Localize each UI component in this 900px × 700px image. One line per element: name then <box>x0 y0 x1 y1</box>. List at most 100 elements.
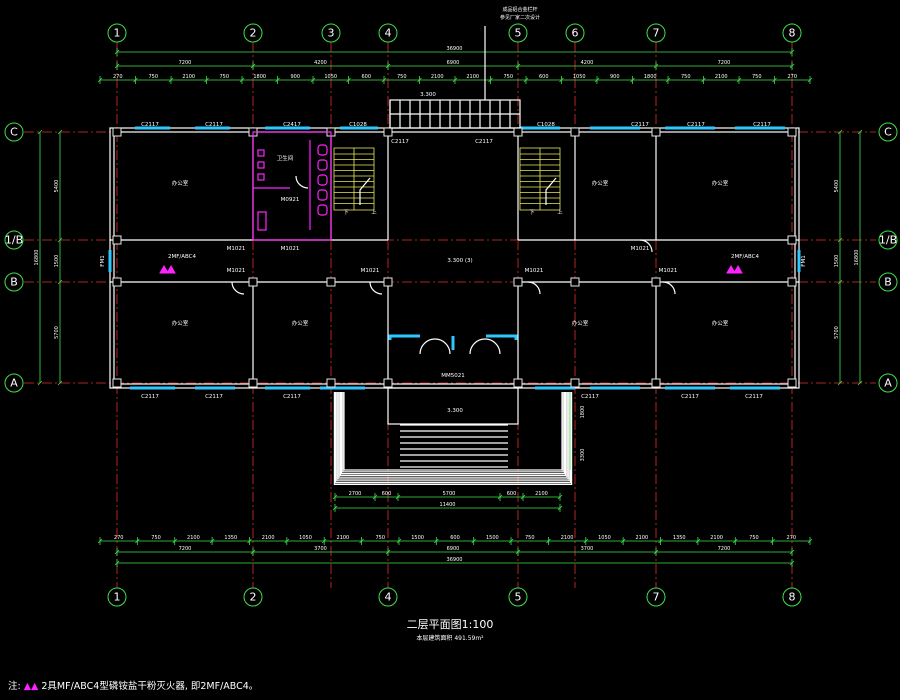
dim-bottom-openings-label: 750 <box>525 535 535 541</box>
toilet-stall-0 <box>317 144 328 156</box>
axis-bubble-top-4-label: 4 <box>385 27 392 40</box>
door-swing-5 <box>295 175 309 189</box>
axis-bubble-top-2-label: 2 <box>250 27 257 40</box>
dim-top-openings-label: 1050 <box>573 74 586 80</box>
dim-top-bays-label: 4200 <box>581 60 594 66</box>
dim-bottom-openings-label: 270 <box>787 535 797 541</box>
extinguisher-icon <box>159 264 176 274</box>
dim-bottom-openings-label: 2100 <box>262 535 275 541</box>
column <box>651 127 661 137</box>
room-label-office-1: 办公室 <box>592 179 609 187</box>
dim-top-bays-label: 7200 <box>179 60 192 66</box>
washbasin <box>257 211 267 231</box>
dim-top-openings-label: 270 <box>787 74 797 80</box>
axis-bubble-bottom-8-label: 8 <box>789 591 796 604</box>
axis-bubble-left-1-circle <box>4 230 24 250</box>
dim-left-total-label: 16800 <box>34 250 40 266</box>
window-label-c2417: C2417 <box>283 122 301 128</box>
dim-top-bays-label: 6900 <box>447 60 460 66</box>
dim-bottom-openings-label: 270 <box>114 535 124 541</box>
toilet-stall-1 <box>317 159 328 171</box>
dim-top-openings-label: 750 <box>681 74 691 80</box>
dim-left-parts-tick <box>57 279 63 285</box>
urinal-2 <box>257 173 265 181</box>
axis-bubble-right-0-circle <box>878 122 898 142</box>
toilet-room <box>252 131 332 241</box>
dim-right-total-tick <box>857 129 863 135</box>
dim-right-parts-label: 5400 <box>834 180 840 193</box>
axis-bubble-bottom-8-circle <box>782 587 802 607</box>
dim-top-bays-label: 4200 <box>314 60 327 66</box>
dim-bottom-openings-label: 2100 <box>187 535 200 541</box>
floor-area: 本层建筑面积 491.59m² <box>416 635 484 642</box>
axis-bubble-bottom-5-label: 5 <box>515 591 522 604</box>
room-label-toilet: 卫生间 <box>277 154 294 162</box>
window-label-3: C2117 <box>687 122 705 128</box>
dim-top-openings-label: 750 <box>148 74 158 80</box>
column <box>383 127 393 137</box>
dim-bottom-openings-label: 1500 <box>411 535 424 541</box>
dim-bottom-openings-label: 2100 <box>561 535 574 541</box>
dim-bottom-openings-label: 1050 <box>299 535 312 541</box>
dim-top-openings-label: 270 <box>113 74 123 80</box>
callout-line-2: 参见厂家二次设计 <box>499 15 540 21</box>
column <box>112 378 122 388</box>
dim-bottom-bays-label: 7200 <box>179 546 192 552</box>
window-label-inner-left: C2117 <box>391 139 409 145</box>
stair-right-arrow <box>545 177 557 205</box>
dim-stair-label: 600 <box>382 491 392 497</box>
dim-top-openings-label: 900 <box>610 74 620 80</box>
outer-wall-inner <box>113 131 796 385</box>
extinguisher-symbol-icon: ▲▲ <box>23 681 39 692</box>
room-label-office-0: 办公室 <box>172 179 189 187</box>
railing-callout: 成品铝合金栏杆 参见厂家二次设计 <box>480 6 560 22</box>
dim-stair-label: 2100 <box>535 491 548 497</box>
outer-step-4 <box>338 392 568 478</box>
column <box>787 235 797 245</box>
dim-stair-label: 5700 <box>443 491 456 497</box>
axis-bubble-left-2-label: B <box>10 276 18 289</box>
dim-platform-side: 3300 <box>580 449 586 462</box>
door-swing-4 <box>639 239 653 253</box>
column <box>651 378 661 388</box>
axis-bubble-top-8-label: 8 <box>789 27 796 40</box>
window-label-10: C2117 <box>745 394 763 400</box>
entrance-glass-left <box>388 334 420 340</box>
axis-bubble-top-6-circle <box>565 23 585 43</box>
axis-bubble-top-1-label: 1 <box>114 27 121 40</box>
door-swing-0 <box>231 281 245 295</box>
outer-step-5 <box>337 392 569 480</box>
extinguisher-label-right: 2MF/ABC4 <box>731 254 760 260</box>
axis-bubble-right-2-label: B <box>884 276 892 289</box>
dim-bottom-total-label: 36900 <box>447 557 463 563</box>
axis-bubble-right-3-circle <box>878 373 898 393</box>
room-label-office-6: 办公室 <box>712 319 729 327</box>
entrance-platform <box>387 387 519 425</box>
window-label-6: C2117 <box>205 394 223 400</box>
urinal-0 <box>257 149 265 157</box>
level-label-corridor: 3.300 (3) <box>447 258 472 264</box>
axis-bubble-left-0-label: C <box>10 126 18 139</box>
column <box>513 127 523 137</box>
outer-step-0 <box>343 392 563 471</box>
column <box>570 378 580 388</box>
column <box>651 277 661 287</box>
note-text: 2具MF/ABC4型磷铵盐干粉灭火器, 即2MF/ABC4。 <box>41 681 259 692</box>
column <box>248 277 258 287</box>
axis-bubble-top-3-circle <box>321 23 341 43</box>
window-label-c1028-left: C1028 <box>349 122 367 128</box>
outer-step-2 <box>341 392 566 475</box>
column <box>513 378 523 388</box>
column <box>248 378 258 388</box>
dim-bottom-openings-label: 2100 <box>710 535 723 541</box>
axis-bubble-bottom-5-circle <box>508 587 528 607</box>
dim-right-parts-label: 1500 <box>834 255 840 268</box>
axis-bubble-left-2-circle <box>4 272 24 292</box>
column <box>383 277 393 287</box>
dim-bottom-openings-label: 1050 <box>598 535 611 541</box>
dim-bottom-openings-label: 600 <box>450 535 460 541</box>
dim-left-parts-label: 5400 <box>54 180 60 193</box>
window-label-inner-right: C2117 <box>475 139 493 145</box>
